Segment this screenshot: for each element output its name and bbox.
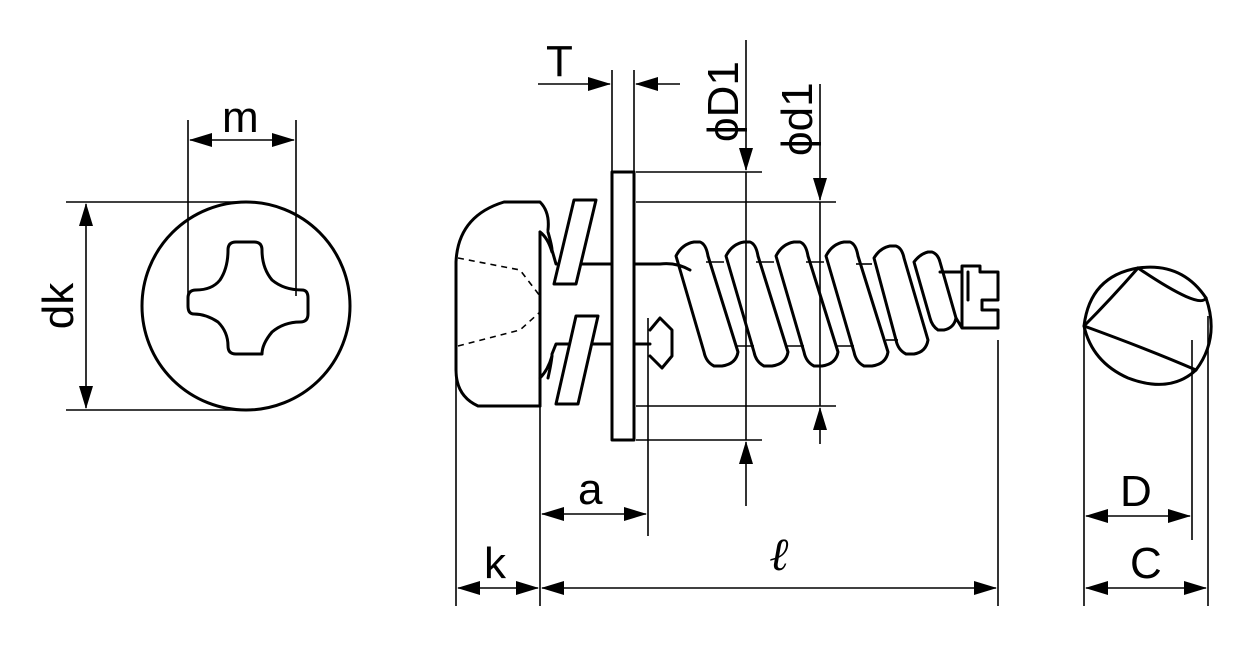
screw-side-view (454, 170, 1000, 442)
length-arrow-left (541, 581, 564, 595)
dk-arrow-top (79, 203, 93, 226)
tip-inner-lobe (1082, 266, 1208, 372)
D-arrow-right (1168, 509, 1191, 523)
length-dimension: ℓ (541, 340, 999, 606)
d1-dimension: ϕd1 (636, 82, 836, 444)
k-arrow-left (457, 581, 480, 595)
flat-washer-section (610, 170, 636, 442)
tip-lobe-outline (1082, 265, 1213, 386)
label-a: a (578, 465, 603, 514)
thread-crests (674, 240, 958, 368)
T-arrow-left (588, 77, 611, 91)
neck-curve-bottom (538, 354, 554, 380)
D1-arrow-bottom (739, 441, 753, 464)
k-dimension: k (455, 360, 539, 606)
tip-end-view: D C (1082, 265, 1213, 606)
d1-arrow-top (813, 178, 827, 201)
k-arrow-right (516, 581, 539, 595)
label-l: ℓ (770, 529, 790, 580)
head-top-view: m dk (34, 93, 352, 412)
spring-washer-top-section (552, 198, 598, 286)
dk-arrow-bottom (79, 386, 93, 409)
D1-arrow-top (739, 148, 753, 171)
recess-hidden-line-top (457, 257, 541, 297)
phillips-recess (186, 240, 310, 356)
label-k: k (484, 539, 507, 588)
a-arrow-left (541, 507, 564, 521)
screw-tip (938, 264, 1000, 330)
m-arrow-right (272, 133, 295, 147)
shank-start-point (648, 316, 674, 370)
label-C: C (1130, 539, 1162, 588)
length-arrow-right (974, 581, 997, 595)
label-m: m (222, 93, 259, 142)
label-D: D (1120, 467, 1152, 516)
neck-curve-top (538, 230, 554, 254)
head-outline-circle (140, 200, 352, 412)
D-arrow-left (1085, 509, 1108, 523)
label-dk: dk (34, 282, 83, 329)
spring-washer-bottom-section (554, 314, 600, 406)
C-arrow-left (1085, 581, 1108, 595)
head-dome (454, 200, 550, 408)
label-T: T (546, 37, 573, 86)
label-phi-d1: ϕd1 (773, 82, 822, 156)
a-dimension: a (539, 318, 649, 606)
d1-arrow-bottom (813, 407, 827, 430)
a-arrow-right (624, 507, 647, 521)
D1-dimension: ϕD1 (636, 40, 762, 506)
C-arrow-right (1184, 581, 1207, 595)
m-arrow-left (189, 133, 212, 147)
recess-hidden-line-bottom (457, 311, 541, 347)
T-dimension: T (538, 37, 680, 172)
T-arrow-right (635, 77, 658, 91)
label-phi-D1: ϕD1 (699, 61, 748, 142)
